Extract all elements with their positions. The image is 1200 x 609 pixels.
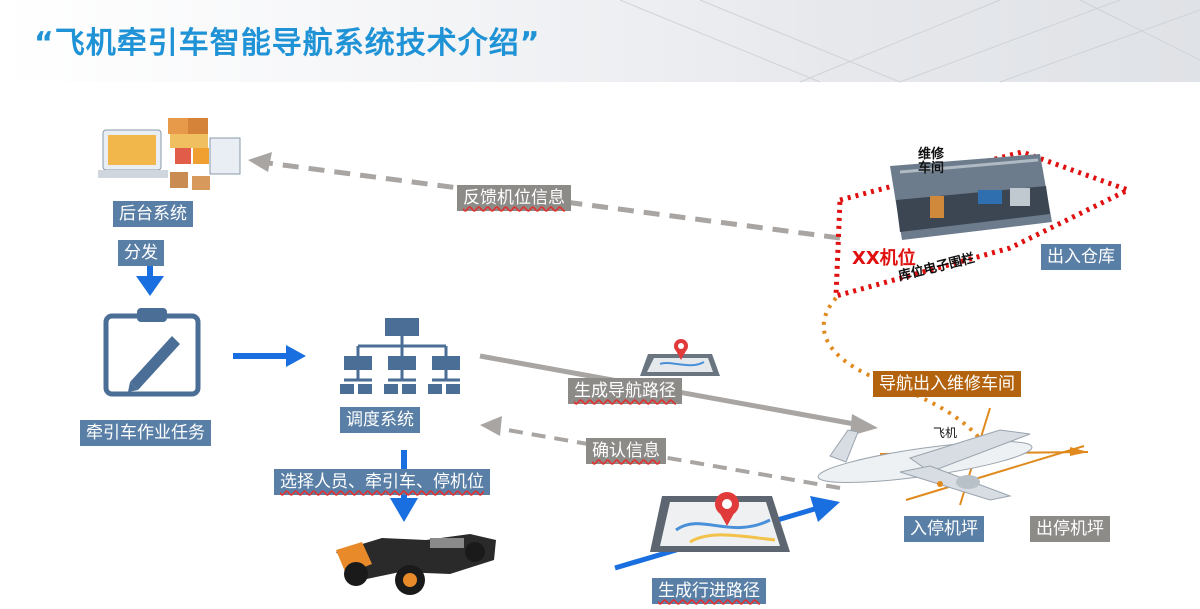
workshop-photo <box>890 154 1052 240</box>
label-distribute: 分发 <box>118 240 164 266</box>
label-exit-apron: 出停机坪 <box>1030 516 1110 542</box>
clipboard-icon <box>103 308 201 397</box>
label-repair-workshop: 维修车间 <box>918 147 945 176</box>
label-aircraft: 飞机 <box>933 426 958 440</box>
label-enter-apron: 入停机坪 <box>904 516 984 542</box>
arrow-confirm-info <box>495 426 841 490</box>
aircraft-image <box>817 407 1089 506</box>
label-generate-travel-path: 生成行进路径 <box>652 578 766 604</box>
label-backend-system: 后台系统 <box>113 201 193 227</box>
label-dispatch-system: 调度系统 <box>340 407 420 433</box>
arrow-head-confirm <box>480 416 502 436</box>
header-structure-lines <box>619 0 1200 83</box>
arrow-head-dispatch-to-tractor <box>390 498 418 522</box>
page-title: “飞机牵引车智能导航系统技术介绍” <box>34 26 541 61</box>
map-pin-tablet-icon <box>650 492 790 552</box>
label-feedback-stand-info: 反馈机位信息 <box>457 185 571 211</box>
header-decoration <box>0 0 1200 82</box>
arrow-head-travel-path <box>810 496 840 522</box>
label-select-resources: 选择人员、牵引车、停机位 <box>274 469 490 495</box>
label-confirm-info: 确认信息 <box>586 438 666 464</box>
arrow-head-feedback <box>248 152 272 172</box>
label-generate-nav-path: 生成导航路径 <box>568 378 682 404</box>
arrow-head-nav-path <box>850 414 878 436</box>
label-warehouse-in-out: 出入仓库 <box>1041 244 1121 270</box>
org-chart-icon <box>340 318 460 394</box>
label-xx-stand: XX机位 <box>852 248 916 269</box>
label-tractor-task: 牵引车作业任务 <box>80 420 211 446</box>
warehouse-computer-icon <box>98 118 241 190</box>
arrow-head-task-to-dispatch <box>286 345 306 367</box>
label-nav-workshop: 导航出入维修车间 <box>873 371 1021 397</box>
arrow-head-backend-to-task <box>136 276 164 296</box>
map-pin-tablet-icon <box>640 339 720 376</box>
tow-tractor-image <box>336 534 496 595</box>
